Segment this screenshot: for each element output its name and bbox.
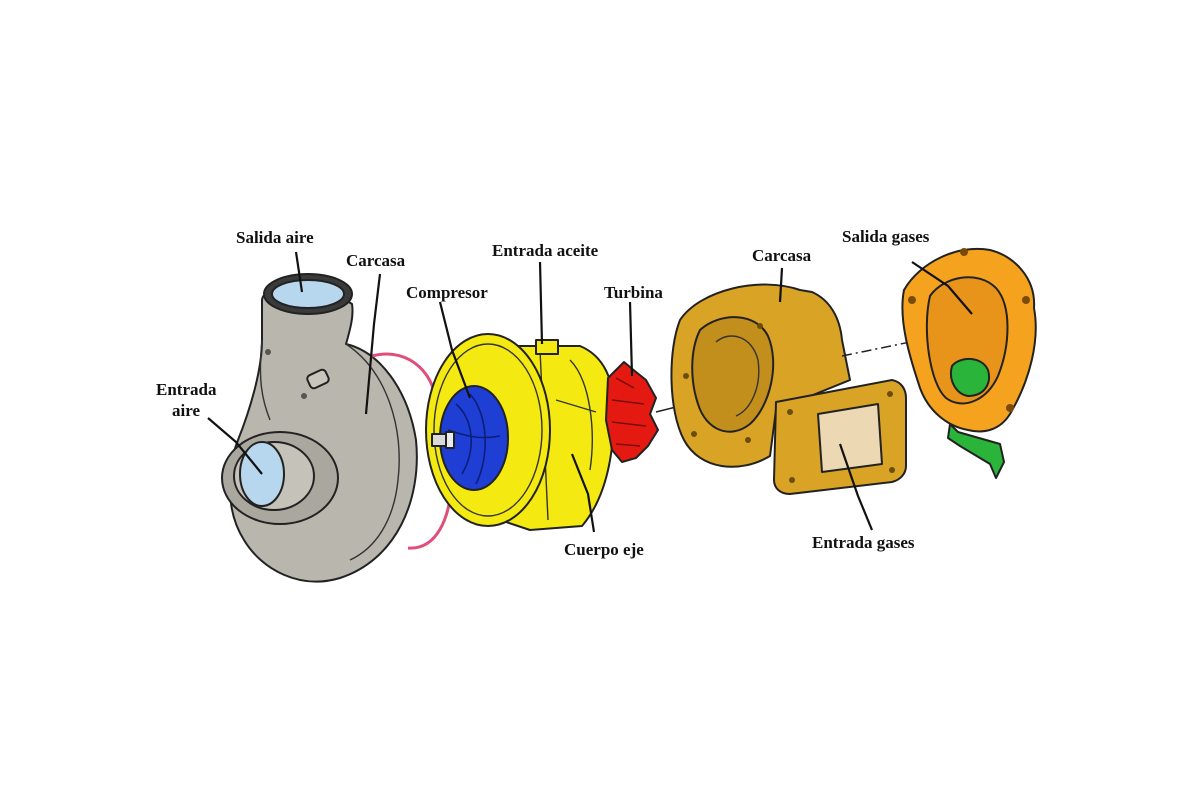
label-turbina: Turbina	[604, 283, 663, 302]
wastegate-valve	[947, 358, 1005, 479]
label-cuerpo-eje: Cuerpo eje	[564, 540, 644, 559]
label-carcasa-turbina: Carcasa	[752, 246, 812, 265]
compressor-wheel	[431, 385, 509, 491]
label-entrada-aire-line1: Entrada	[156, 380, 217, 399]
turbine-housing	[670, 283, 907, 495]
label-entrada-aire-line2: aire	[172, 401, 201, 420]
compressor-housing	[221, 273, 418, 583]
leader-lines	[207, 251, 973, 533]
label-carcasa-compresor: Carcasa	[346, 251, 406, 270]
label-salida-aire: Salida aire	[236, 228, 314, 247]
label-entrada-gases: Entrada gases	[812, 533, 915, 552]
turbine-wheel	[605, 361, 681, 463]
exhaust-outlet-flange	[901, 247, 1037, 433]
label-entrada-aceite: Entrada aceite	[492, 241, 599, 260]
label-salida-gases: Salida gases	[842, 227, 930, 246]
label-compresor: Compresor	[406, 283, 488, 302]
